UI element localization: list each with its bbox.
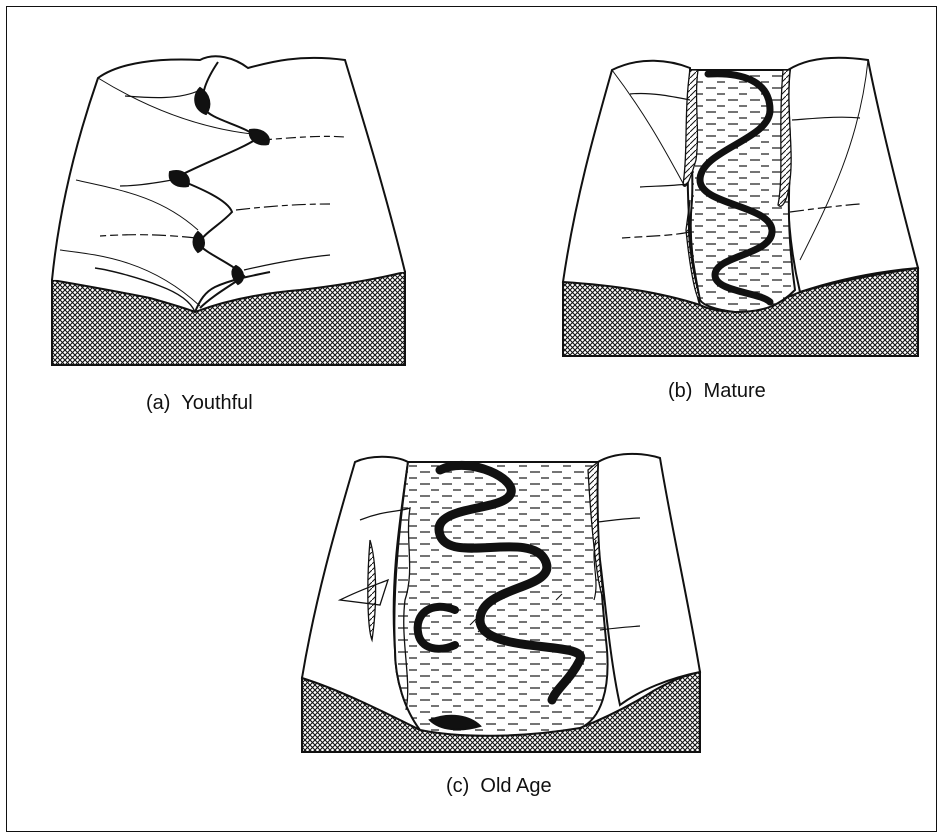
right-upland — [597, 454, 700, 705]
panel-youthful — [52, 56, 405, 365]
land-surface — [52, 56, 405, 280]
caption-old-age: (c) Old Age — [446, 775, 552, 798]
panel-old-age — [302, 454, 700, 752]
caption-mature: (b) Mature — [668, 380, 766, 403]
right-upland — [787, 58, 918, 292]
caption-youthful: (a) Youthful — [146, 392, 253, 415]
panel-mature — [563, 58, 918, 356]
